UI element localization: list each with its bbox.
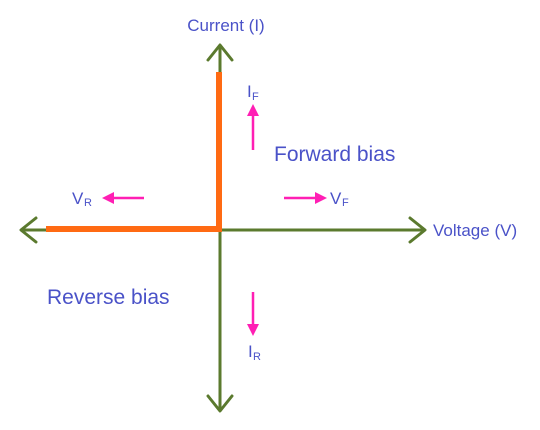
x-axis-arrowhead-left xyxy=(19,216,38,244)
forward-current-label: I F xyxy=(247,82,259,103)
forward-current-symbol: I xyxy=(247,82,252,101)
reverse-current-subscript: R xyxy=(253,351,261,363)
reverse-current-symbol: I xyxy=(248,342,253,361)
reverse-voltage-arrow xyxy=(102,192,144,204)
reverse-current-arrow xyxy=(247,292,259,336)
y-axis-label: Current (I) xyxy=(187,16,264,35)
reverse-voltage-subscript: R xyxy=(84,197,92,209)
forward-voltage-arrow xyxy=(284,192,327,204)
forward-voltage-label: V F xyxy=(330,189,349,209)
y-axis-arrowhead-bottom xyxy=(206,394,234,413)
x-axis-arrowhead-right xyxy=(408,216,427,244)
forward-bias-label: Forward bias xyxy=(274,143,395,166)
labels: Current (I) Voltage (V) Forward bias Rev… xyxy=(47,16,517,363)
forward-current-arrow xyxy=(247,104,259,150)
reverse-voltage-label: V R xyxy=(72,189,92,209)
forward-current-subscript: F xyxy=(252,91,259,103)
iv-curve xyxy=(46,72,222,232)
direction-arrows xyxy=(102,104,327,336)
y-axis-arrowhead-top xyxy=(206,43,234,62)
reverse-voltage-symbol: V xyxy=(72,189,84,208)
reverse-bias-label: Reverse bias xyxy=(47,286,170,309)
forward-voltage-symbol: V xyxy=(330,189,342,208)
reverse-current-label: I R xyxy=(248,342,261,363)
forward-voltage-subscript: F xyxy=(342,197,349,209)
x-axis-label: Voltage (V) xyxy=(433,221,517,240)
